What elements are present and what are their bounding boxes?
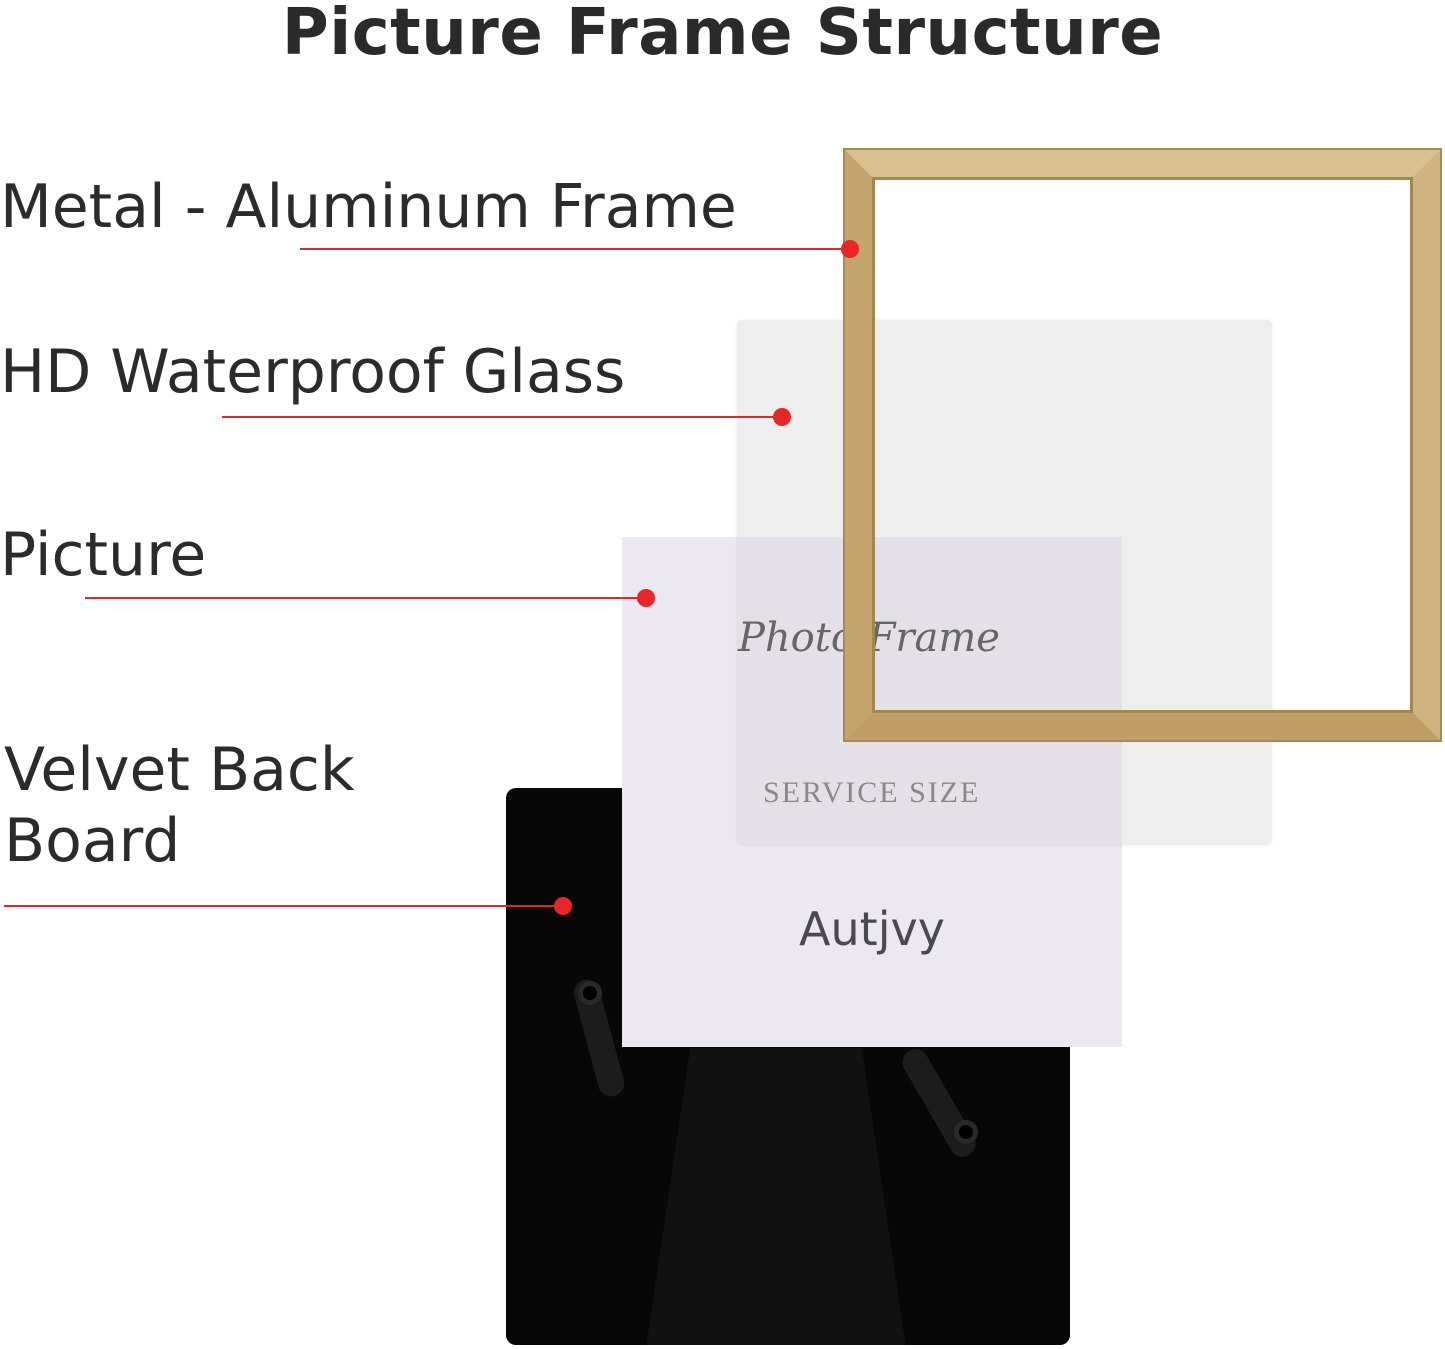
marker-dot-picture <box>637 589 655 607</box>
easel-stand <box>646 1048 906 1345</box>
marker-dot-frame <box>841 240 859 258</box>
leader-line-frame <box>300 248 850 250</box>
screw-icon <box>578 981 602 1005</box>
aluminum-frame <box>845 150 1440 740</box>
label-backboard-line2: Board <box>4 806 181 876</box>
leader-line-backboard <box>4 905 563 907</box>
label-backboard-line1: Velvet Back <box>4 735 355 805</box>
insert-service-size: SERVICE SIZE <box>763 776 981 809</box>
marker-dot-glass <box>773 408 791 426</box>
insert-brand: Autjvy <box>799 902 945 956</box>
label-frame: Metal - Aluminum Frame <box>0 172 737 242</box>
screw-icon <box>954 1120 978 1144</box>
leader-line-picture <box>85 597 646 599</box>
label-glass: HD Waterproof Glass <box>0 337 626 407</box>
marker-dot-backboard <box>554 897 572 915</box>
picture-insert <box>622 537 1122 1047</box>
label-picture: Picture <box>0 520 207 590</box>
glass-pane <box>737 320 1272 845</box>
back-clip-right <box>897 1044 981 1162</box>
leader-line-glass <box>222 416 782 418</box>
diagram-title: Picture Frame Structure <box>281 0 1164 70</box>
